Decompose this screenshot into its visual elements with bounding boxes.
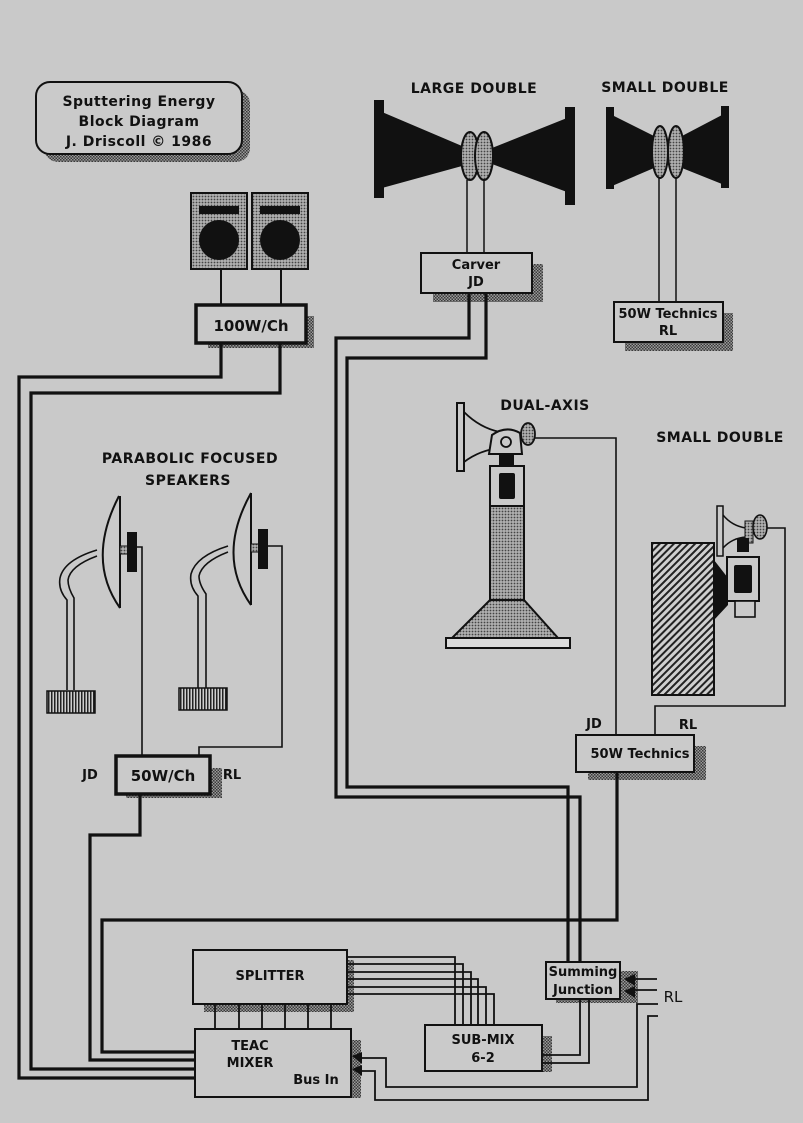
title-line-2: Block Diagram xyxy=(79,114,200,130)
wire-dual-axis-to-technics xyxy=(535,437,617,736)
splitter-box: SPLITTER xyxy=(192,949,354,1029)
technics-jd-label: JD xyxy=(585,717,602,732)
wire-splitter-to-submix xyxy=(347,956,495,1026)
label-dual-axis: DUAL-AXIS xyxy=(500,398,590,414)
label-large-double: LARGE DOUBLE xyxy=(411,81,538,97)
amp-50w-jd-label: JD xyxy=(81,768,98,783)
wire-carver-to-summing xyxy=(334,293,582,963)
amp-100w-box: 100W/Ch xyxy=(194,303,314,348)
technics-rl-label-line-1: 50W Technics xyxy=(618,307,717,322)
technics-rl-amp-box: 50W Technics RL xyxy=(613,301,733,351)
splitter-label: SPLITTER xyxy=(236,969,305,984)
carver-label-line-1: Carver xyxy=(452,258,501,273)
dual-axis-tower-icon xyxy=(445,402,571,649)
submix-label-line-1: SUB-MIX xyxy=(451,1033,514,1048)
technics-rl-label: RL xyxy=(679,718,697,733)
amp-50w-label: 50W/Ch xyxy=(131,767,196,785)
mixer-bus-in-label: Bus In xyxy=(293,1073,339,1088)
label-parabolic-line-2: SPEAKERS xyxy=(145,473,231,489)
technics-label: 50W Technics xyxy=(590,747,689,762)
wire-amp50-to-mixer xyxy=(88,794,196,1062)
summing-junction-box: Summing Junction xyxy=(545,961,638,1003)
wire-parabolic-to-amp50 xyxy=(137,545,283,758)
carver-amp-box: Carver JD xyxy=(420,252,543,302)
amp-50w-rl-label: RL xyxy=(223,768,241,783)
technics-amp-box: 50W Technics xyxy=(575,734,706,780)
submix-box: SUB-MIX 6-2 xyxy=(424,1024,552,1072)
parabolic-speaker-left-icon xyxy=(46,495,137,714)
mixer-label-line-2: MIXER xyxy=(227,1056,274,1071)
small-double-cabinet-icon xyxy=(651,505,768,696)
submix-label-line-2: 6-2 xyxy=(471,1051,495,1066)
large-double-horn-icon xyxy=(374,100,575,255)
bookshelf-speakers-icon xyxy=(190,192,309,306)
label-small-double-right: SMALL DOUBLE xyxy=(656,430,784,446)
wire-summing-to-submix xyxy=(542,999,590,1064)
amp-50w-box: 50W/Ch xyxy=(114,754,222,798)
technics-rl-label-line-2: RL xyxy=(659,324,677,339)
parabolic-speaker-right-icon xyxy=(178,492,268,711)
title-line-3: J. Driscoll © 1986 xyxy=(65,134,212,150)
mixer-label-line-1: TEAC xyxy=(231,1039,268,1054)
wire-technics-to-mixer xyxy=(100,772,619,1054)
summing-label-line-1: Summing xyxy=(549,965,618,980)
label-small-double-top: SMALL DOUBLE xyxy=(601,80,729,96)
summing-label-line-2: Junction xyxy=(552,983,613,998)
label-parabolic-line-1: PARABOLIC FOCUSED xyxy=(102,451,278,467)
amp-100w-label: 100W/Ch xyxy=(213,317,288,335)
wire-rl-to-mixer-bus xyxy=(362,1003,658,1101)
carver-label-line-2: JD xyxy=(467,275,484,290)
summing-rl-label: RL xyxy=(664,988,683,1006)
mixer-box: TEAC MIXER Bus In xyxy=(194,1028,362,1098)
wire-100w-to-mixer xyxy=(17,343,282,1080)
title-card: Sputtering Energy Block Diagram J. Drisc… xyxy=(35,81,250,162)
wire-small-double-to-technics xyxy=(654,527,786,736)
summing-rl-inputs xyxy=(635,978,657,991)
small-double-horn-icon xyxy=(606,106,729,302)
title-line-1: Sputtering Energy xyxy=(62,94,215,110)
